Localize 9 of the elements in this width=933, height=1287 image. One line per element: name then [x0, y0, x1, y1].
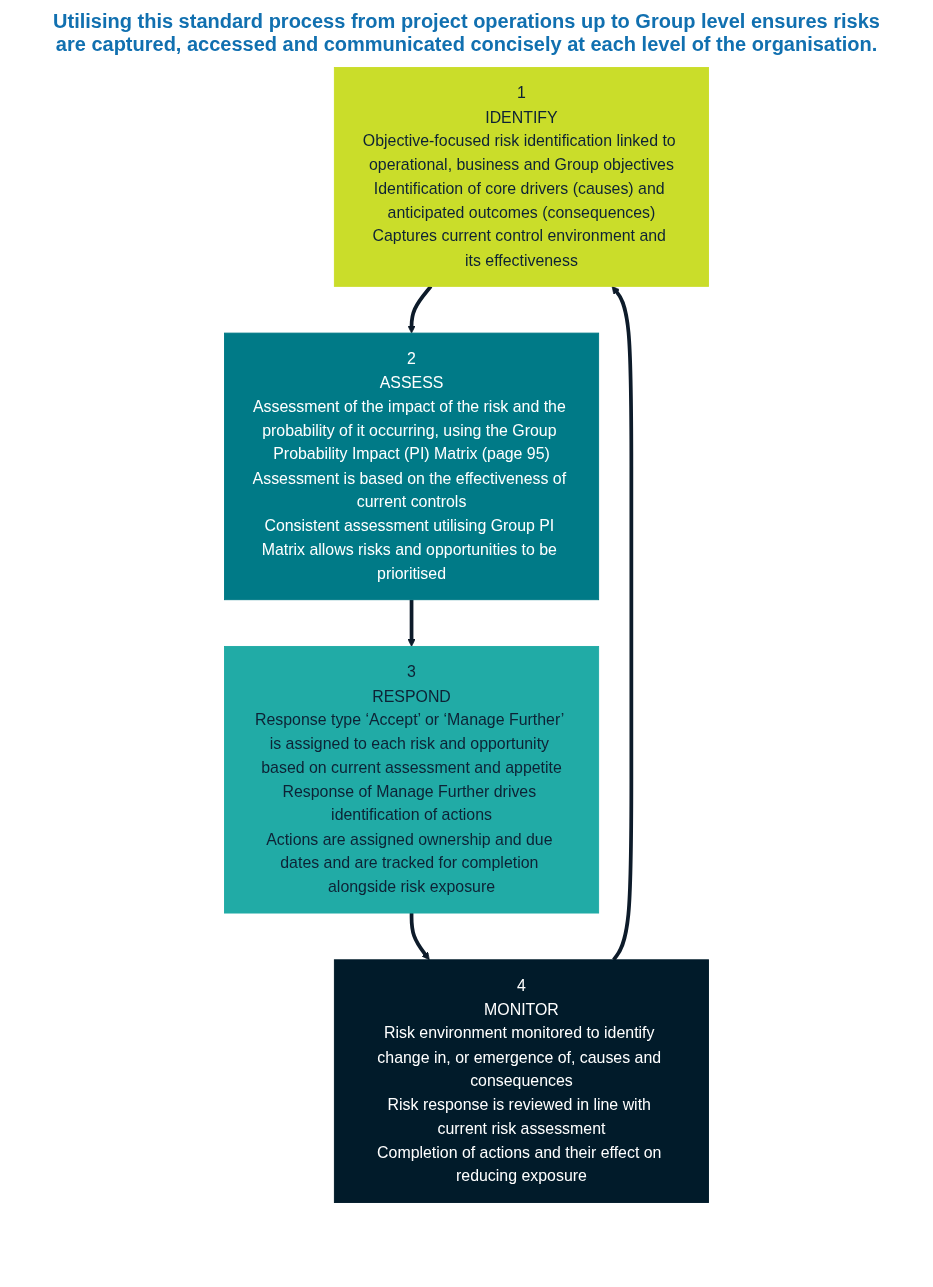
- arrow: [407, 599, 416, 647]
- node-box: 2 ASSESS Assessment of the impact of the risk and the probability of it occurring, using the Group Probability Impact (PI) Matrix (page 95) Assessment is based on the effectiveness of current controls Consistent assessment utilising Group PI Matrix allows risks and opportunities to be prioritised: [224, 332, 600, 601]
- arrow: [409, 913, 430, 961]
- summary-note: Utilising this standard process from project operations up to Group level ensures risks are captured, accessed and communicated concisely at each level of the organisation.: [52, 10, 881, 56]
- node-box: 3 RESPOND Response type ‘Accept’ or ‘Manage Further’ is assigned to each risk and opportunity based on current assessment and appetite Response of Manage Further drives identification of actions Actions are assigned ownership and due dates and are tracked for completion alongside risk exposure: [224, 646, 600, 914]
- arrow: [611, 286, 634, 961]
- node-box: 4 MONITOR Risk environment monitored to identify change in, or emergence of, causes and consequences Risk response is reviewed in line with current risk assessment Completion of actions and their effect on reducing exposure: [333, 959, 709, 1203]
- arrow: [407, 285, 433, 334]
- node-box: 1 IDENTIFY Objective-focused risk identification linked to operational, business and Group objectives Identification of core drivers (causes) and anticipated outcomes (consequences) Captures current control environment and its effectiveness: [333, 67, 709, 287]
